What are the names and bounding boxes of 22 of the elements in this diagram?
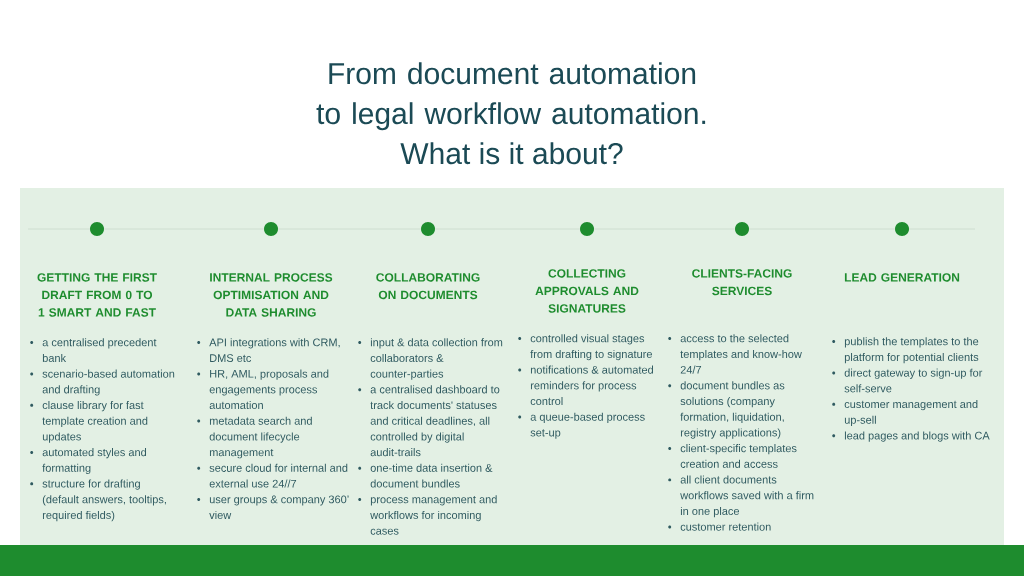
bullet-item: API integrations with CRM, DMS etc — [197, 338, 340, 362]
bullet-item: structure for drafting (default answers, tooltips, required fields) — [30, 479, 166, 522]
column-heading: GETTING THE FIRST DRAFT FROM 0 TO 1 SMART AND FAST — [37, 273, 157, 317]
timeline-dot — [264, 222, 278, 236]
column-heading: COLLECTING APPROVALS AND SIGNATURES — [535, 269, 639, 313]
timeline-dot — [421, 222, 435, 236]
title: From document automation to legal workflow automation. — [316, 62, 706, 131]
timeline-dot — [735, 222, 749, 236]
column-heading: CLIENTS-FACING SERVICES — [692, 269, 792, 296]
bullet-item: document bundles as solutions (company formation, liquidation, registry applications) — [668, 381, 785, 439]
timeline-dot — [90, 222, 104, 236]
column-heading: LEAD GENERATION — [844, 273, 960, 282]
bullet-item: lead pages and blogs with CA — [832, 431, 990, 442]
timeline-dot — [895, 222, 909, 236]
column-heading: COLLABORATING ON DOCUMENTS — [376, 273, 480, 300]
subtitle: What is it about? — [400, 142, 623, 165]
timeline-dot — [580, 222, 594, 236]
column-heading: INTERNAL PROCESS OPTIMISATION AND DATA SHARING — [210, 273, 333, 317]
bullet-item: customer retention — [668, 522, 771, 531]
bullet-item: a queue-based process set-up — [518, 412, 645, 439]
bullet-item: user groups & company 360’ view — [197, 495, 349, 519]
bullet-item: process management and workflows for incoming cases — [358, 495, 497, 535]
